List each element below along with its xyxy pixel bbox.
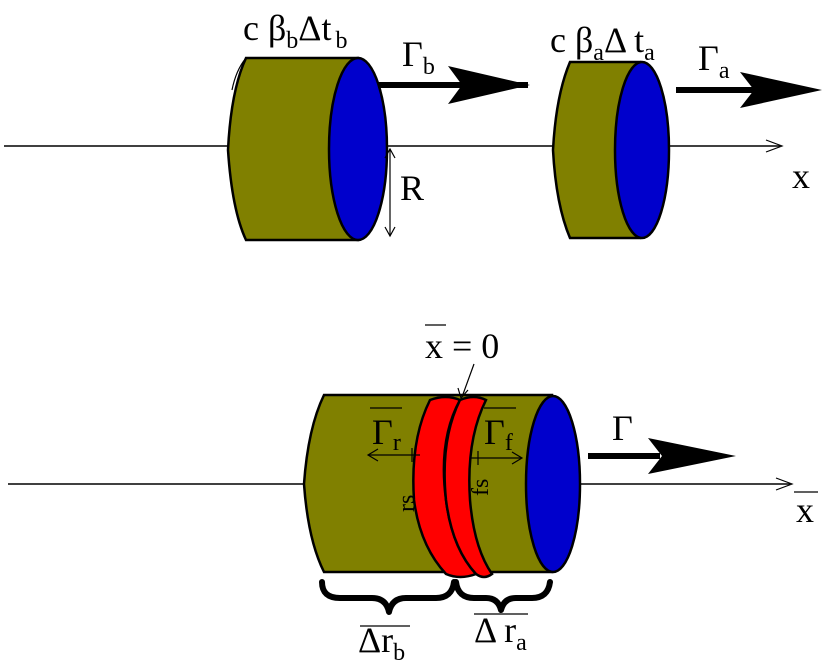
shell-b-left-edge — [231, 57, 247, 91]
shell-b-cap — [327, 56, 389, 242]
gamma-arrow — [588, 438, 736, 474]
shell-b-body — [226, 56, 360, 242]
shell-a-velocity-label: c βaΔ ta — [550, 20, 655, 66]
gamma-label: Γ — [612, 408, 633, 448]
radius-label: R — [400, 168, 424, 208]
gamma-b-arrow — [378, 66, 530, 104]
top-x-axis-arrowhead — [765, 139, 784, 153]
delta-ra-label: Δ ra — [474, 610, 527, 656]
merged-shell-cap — [524, 394, 582, 574]
gamma-f-label: Γf — [484, 412, 513, 456]
brace-delta-ra — [453, 579, 553, 613]
gamma-a-arrow — [676, 72, 822, 108]
shell-b — [226, 56, 389, 242]
gamma-a-label: Γa — [698, 38, 730, 84]
shell-a — [551, 60, 671, 240]
shell-a-cap — [613, 60, 671, 240]
bottom-x-axis-label: x — [796, 490, 814, 530]
gamma-b-label: Γb — [402, 34, 435, 80]
delta-rb-label: Δrb — [358, 620, 405, 666]
forward-shock-label: fs — [468, 479, 494, 496]
bottom-x-axis-arrowhead — [775, 477, 794, 491]
shocked-region — [412, 395, 494, 579]
forward-shocked-region — [443, 395, 494, 579]
origin-label: x = 0 — [425, 326, 499, 366]
brace-delta-rb — [319, 579, 457, 615]
radius-marker: R — [384, 147, 424, 238]
reverse-shock-label: rs — [394, 495, 420, 512]
top-x-axis-label: x — [792, 156, 810, 196]
bottom-panel: x x = 0 Γr Γf rs fs — [8, 324, 818, 666]
gamma-r-label: Γr — [372, 412, 401, 456]
